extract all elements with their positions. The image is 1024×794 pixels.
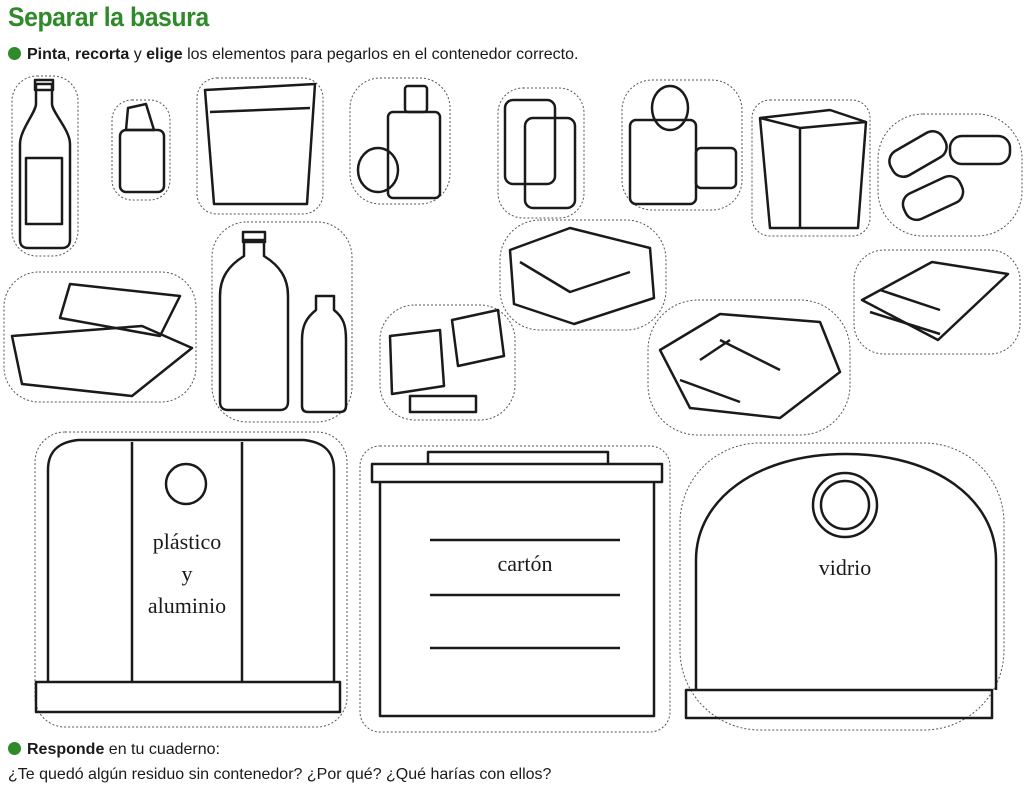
small-jar-icon [118, 102, 166, 194]
crumpled-bag-icon [508, 226, 656, 326]
drink-cans-icon [503, 98, 577, 210]
instruction-elige: elige [146, 46, 183, 63]
tin-cans-icon [628, 84, 738, 206]
plastic-bottles-icon [218, 230, 348, 414]
instruction-text: los elementos para pegarlos en el conten… [182, 46, 579, 63]
label-line: aluminio [147, 593, 227, 618]
cardboard-container [370, 450, 664, 718]
cut-lines [3, 75, 1023, 733]
container-label-carton: cartón [497, 551, 553, 576]
label-line: plástico [152, 529, 222, 554]
page-title: Separar la basura [8, 2, 209, 32]
label-line: y [181, 561, 193, 586]
question-rest: en tu cuaderno: [104, 741, 220, 758]
container-label-plastic: plástico y aluminio [132, 526, 242, 622]
batteries-icon [888, 130, 1012, 222]
bullet-icon [8, 47, 21, 60]
glass-bottle-icon [18, 78, 72, 250]
spray-can-icon [356, 84, 442, 200]
question-text: ¿Te quedó algún residuo sin contenedor? … [8, 766, 552, 783]
container-label-vidrio: vidrio [818, 555, 872, 580]
paper-bag-icon [203, 82, 317, 206]
milk-cartons-icon [388, 308, 506, 414]
question-bold: Responde [27, 741, 105, 758]
instruction-sep: , [66, 46, 76, 63]
paper-scraps-icon [658, 312, 842, 420]
instruction-pinta: Pinta [27, 46, 67, 63]
instruction-recorta: recorta [75, 46, 130, 63]
newspapers-icon [860, 260, 1010, 342]
bullet-icon [8, 742, 21, 755]
plastic-aluminium-container [34, 438, 342, 714]
glass-container [684, 452, 998, 720]
instruction: Pinta, recorta y elige los elementos par… [8, 46, 578, 64]
carton-box-icon [758, 108, 868, 230]
egg-carton-icon [10, 282, 194, 398]
instruction-sep: y [129, 46, 147, 63]
question-heading: Responde en tu cuaderno: [8, 741, 220, 759]
